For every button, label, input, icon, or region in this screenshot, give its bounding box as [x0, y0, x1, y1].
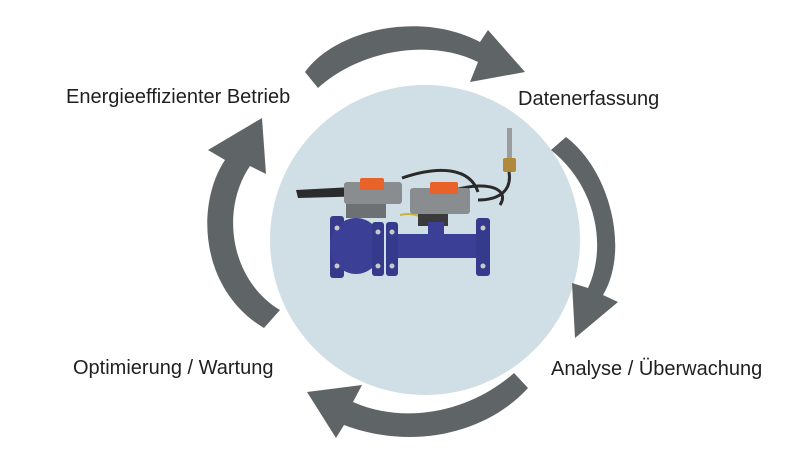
- valve-illustration: [296, 128, 516, 278]
- step-label-energy-efficient-operation: Energieeffizienter Betrieb: [66, 86, 291, 108]
- arrow-right-icon: [551, 137, 618, 338]
- step-label-analysis-monitoring: Analyse / Überwachung: [551, 358, 763, 380]
- step-label-optimization-maintenance: Optimierung / Wartung: [73, 357, 274, 379]
- cycle-arrows: [207, 26, 618, 438]
- step-label-data-acquisition: Datenerfassung: [518, 88, 660, 110]
- arrow-top-icon: [305, 26, 525, 88]
- arrow-bottom-icon: [307, 373, 528, 438]
- arrow-left-icon: [207, 118, 280, 328]
